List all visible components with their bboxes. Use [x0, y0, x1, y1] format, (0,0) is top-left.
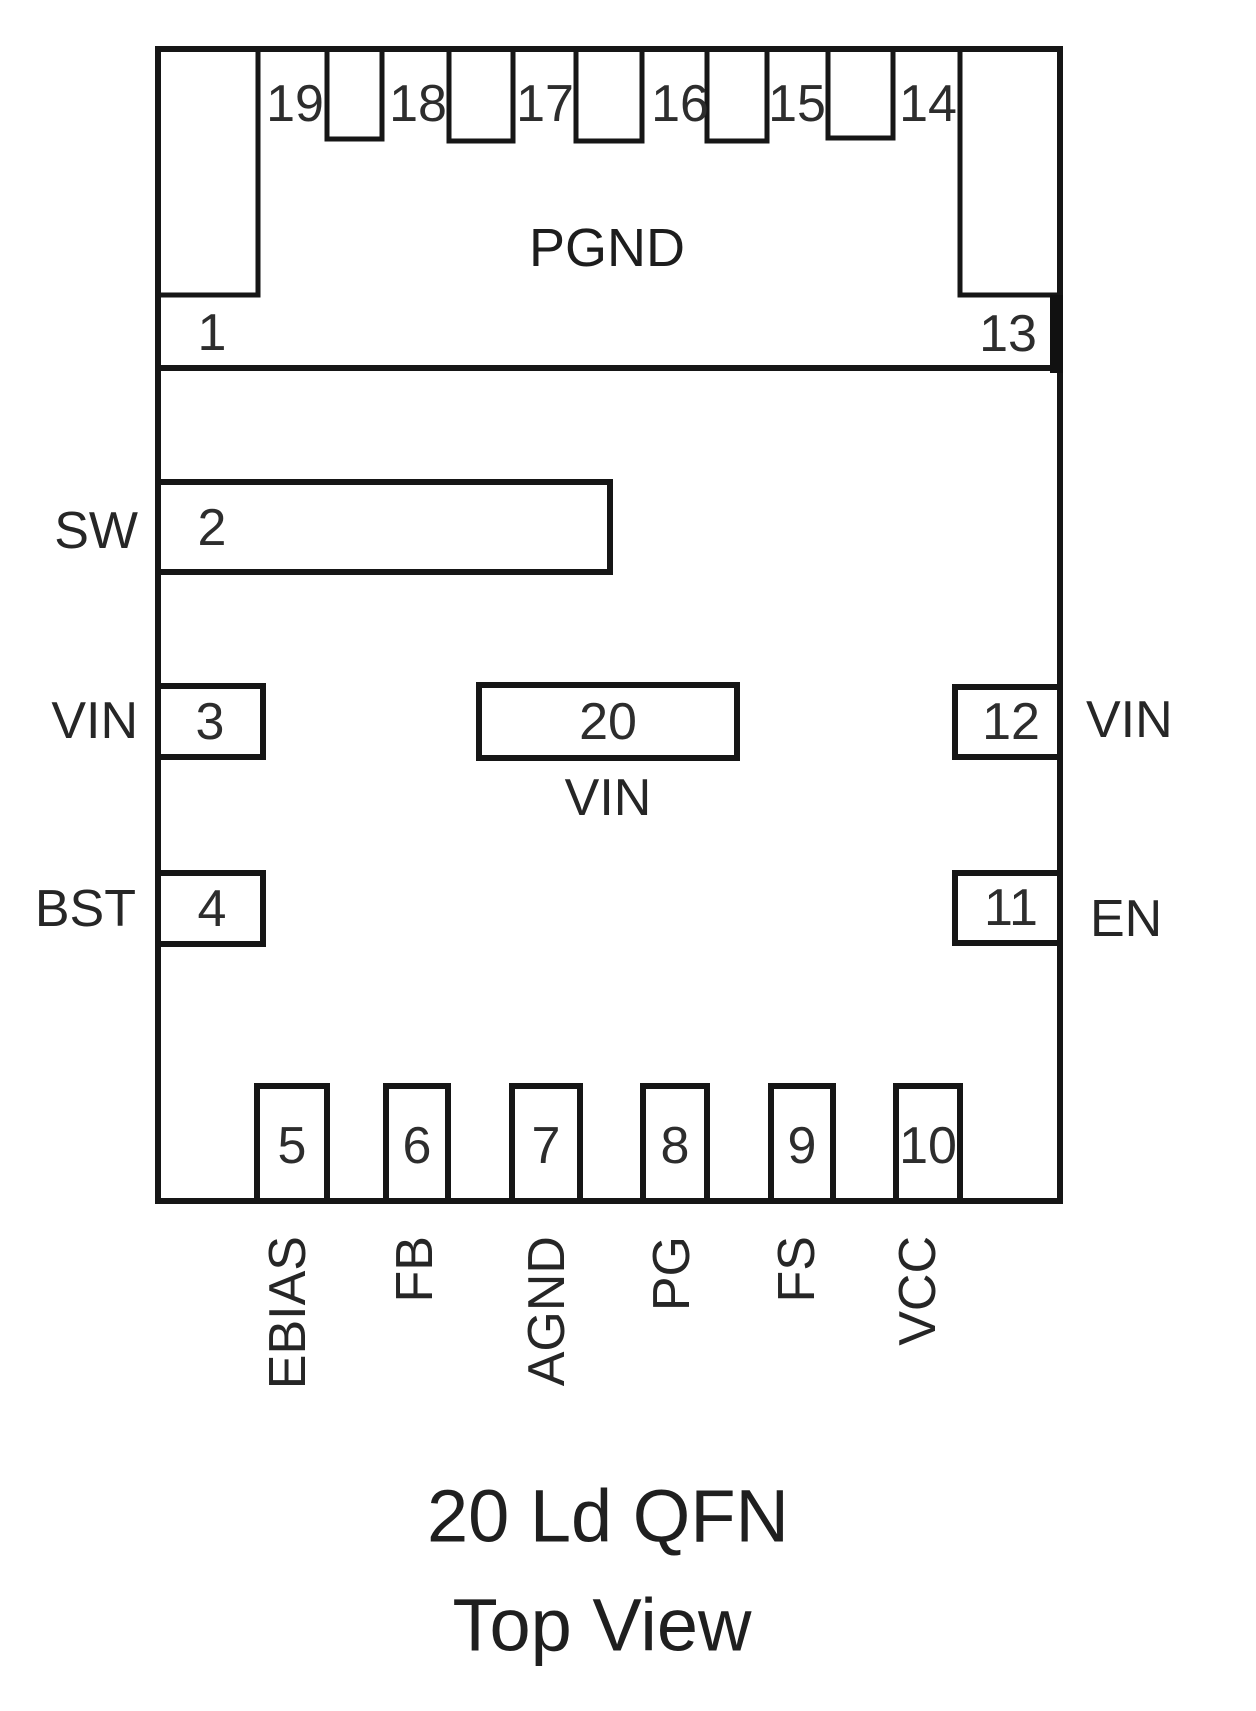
- pin-19-number: 19: [266, 75, 324, 133]
- pin-9-box: [768, 1083, 836, 1204]
- pin-20-vin-label: VIN: [565, 769, 652, 827]
- top-notch-1: [324, 46, 385, 142]
- pin-7-number: 7: [532, 1117, 561, 1175]
- pin-ebias-label: EBIAS: [259, 1236, 317, 1389]
- pin-17-number: 17: [516, 75, 574, 133]
- pin-18-number: 18: [389, 75, 447, 133]
- pin-2-number: 2: [198, 499, 227, 557]
- pad-edge-thick-bar: [1050, 295, 1063, 373]
- pin-8-box: [640, 1083, 710, 1204]
- pin-4-number: 4: [198, 880, 227, 938]
- pin-fb-label: FB: [386, 1236, 444, 1302]
- pin-6-box: [383, 1083, 451, 1204]
- pgnd-pad-label: PGND: [529, 218, 685, 278]
- top-notch-2: [446, 46, 516, 144]
- pin-5-box: [254, 1083, 330, 1204]
- pin-3-number: 3: [196, 693, 225, 751]
- pin-11-number: 11: [984, 879, 1038, 937]
- pin-fs-label: FS: [768, 1236, 826, 1302]
- pin-7-box: [509, 1083, 583, 1204]
- pin-bst-label: BST: [35, 880, 136, 938]
- pin-vin-left-label: VIN: [51, 692, 138, 750]
- pin-9-number: 9: [788, 1117, 817, 1175]
- pin-5-number: 5: [278, 1117, 307, 1175]
- pin-8-number: 8: [661, 1117, 690, 1175]
- top-notch-4: [704, 46, 770, 144]
- pin-sw-label: SW: [54, 502, 138, 560]
- pin-vcc-label: VCC: [889, 1236, 947, 1346]
- pin-vin-right-label: VIN: [1086, 691, 1173, 749]
- pin-12-box: [952, 684, 1063, 760]
- pin-14-number: 14: [899, 75, 957, 133]
- top-notch-5: [825, 46, 896, 141]
- pin-2-box: [155, 479, 613, 575]
- pad-corner-box-left: [155, 46, 261, 298]
- top-notch-3: [573, 46, 645, 144]
- caption-view: Top View: [453, 1584, 752, 1667]
- pin-20-number: 20: [579, 693, 637, 751]
- pin-10-box: [893, 1083, 963, 1204]
- caption-package-type: 20 Ld QFN: [427, 1475, 789, 1558]
- pin-3-box: [155, 683, 266, 760]
- pin-11-box: [952, 870, 1063, 946]
- pad-corner-box-right: [957, 46, 1063, 298]
- pin-15-number: 15: [768, 75, 826, 133]
- pin-pg-label: PG: [643, 1236, 701, 1311]
- pin-16-number: 16: [651, 75, 709, 133]
- pin-4-box: [155, 870, 266, 947]
- pin-20-box: [476, 682, 740, 761]
- pin-10-number: 10: [899, 1117, 957, 1175]
- pin-agnd-label: AGND: [518, 1236, 576, 1386]
- pin-1-number: 1: [198, 304, 227, 362]
- pin-12-number: 12: [982, 693, 1040, 751]
- pin-en-label: EN: [1090, 890, 1162, 948]
- pin-6-number: 6: [403, 1117, 432, 1175]
- pin-13-number: 13: [979, 305, 1037, 363]
